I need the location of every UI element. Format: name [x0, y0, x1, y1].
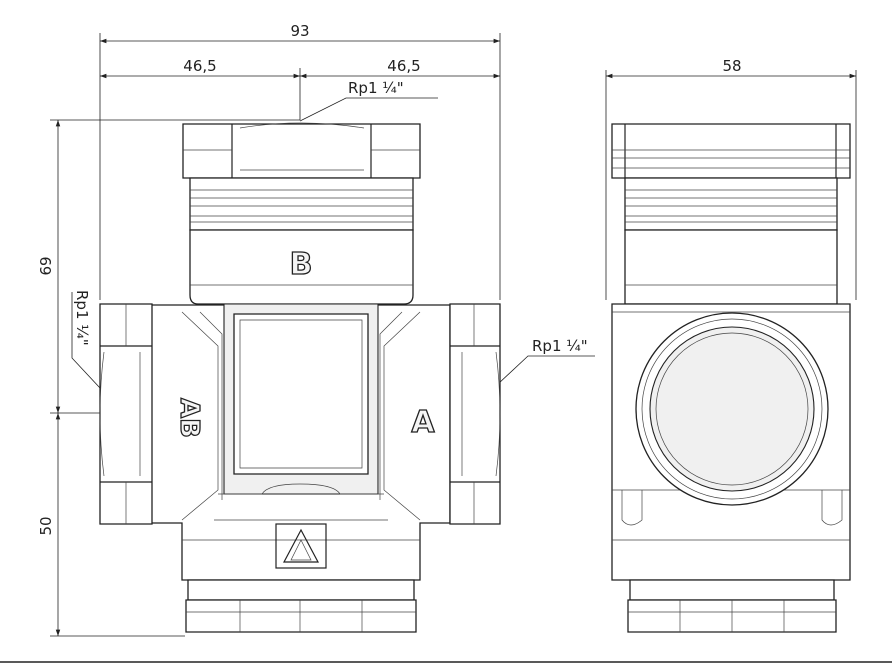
thread-label-left: Rp1 ¼" [73, 290, 91, 346]
dim-upper-height: 69 [37, 256, 55, 275]
dim-lower-height: 50 [37, 516, 55, 535]
dim-half-width-left: 46,5 [183, 57, 216, 75]
port-label-right: A [411, 405, 435, 440]
dim-half-width-right: 46,5 [387, 57, 420, 75]
dim-side-width: 58 [722, 57, 741, 75]
valve-side-view [611, 123, 851, 633]
port-label-top: B [290, 247, 313, 282]
thread-label-top: Rp1 ¼" [348, 79, 404, 97]
thread-label-right: Rp1 ¼" [532, 337, 588, 355]
valve-front-view [99, 122, 501, 633]
dim-total-width: 93 [290, 22, 309, 40]
port-label-left: AB [174, 398, 204, 438]
dimension-lines [50, 33, 857, 637]
